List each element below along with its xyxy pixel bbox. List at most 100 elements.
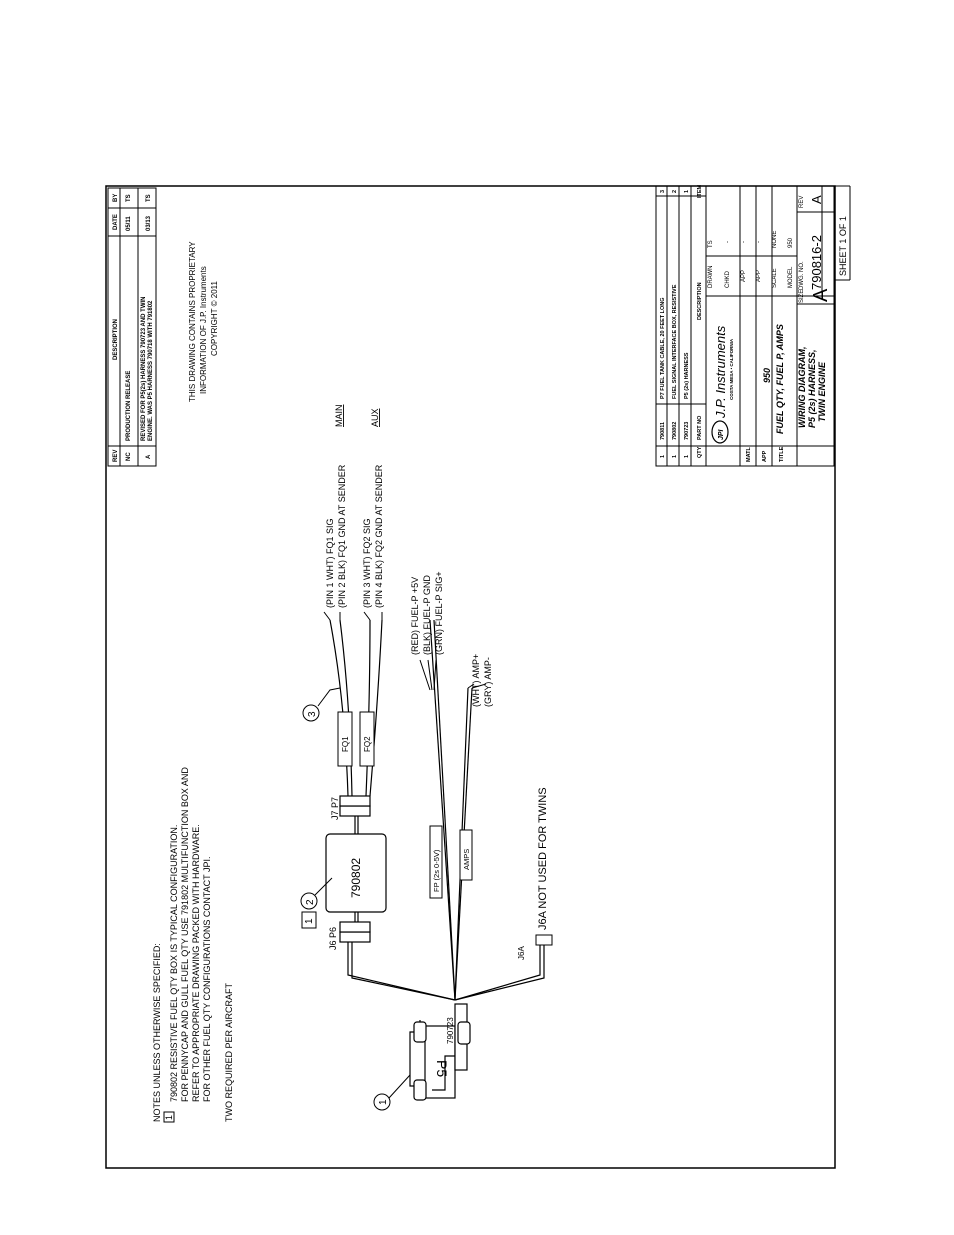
pin-label-3: (PIN 3 WHT) FQ2 SIG — [362, 518, 372, 608]
bom-row-1-item: 3 — [660, 190, 666, 193]
date-header: DATE — [113, 214, 119, 230]
amps-label: AMPS — [462, 849, 471, 870]
fp-sleeve — [429, 825, 443, 899]
jpi-logo-text: JPI — [718, 428, 725, 440]
rev-row-1-date: 05/11 — [126, 216, 132, 231]
fq1-sleeve — [337, 711, 353, 767]
title-line-2: WIRING DIAGRAM, — [797, 347, 807, 429]
size-value: A — [810, 288, 832, 302]
j6-p6-label: J6 P6 — [328, 927, 338, 950]
balloon-1-text: 1 — [378, 1099, 389, 1105]
rev-row-2-desc: REVISED FOR P5(2s) HARNESS 790723 AND TW… — [141, 297, 147, 441]
fq2-sleeve — [359, 711, 375, 767]
app1-value: - — [741, 241, 747, 243]
harness-wires — [347, 619, 545, 1001]
matl-label: MATL — [746, 446, 752, 462]
by-header: BY — [113, 194, 119, 202]
fuel-label-blk: (BLK) FUEL-P GND — [422, 575, 432, 655]
fp-label: FP (2s 0-5V) — [432, 849, 441, 892]
harness-part-label: 790723 — [446, 1017, 455, 1044]
title-line-3: P5 (2s) HARNESS, — [807, 349, 817, 428]
rev-row-1-desc: PRODUCTION RELEASE — [126, 371, 132, 441]
app2-label: APP — [756, 270, 762, 282]
scale-value: NONE — [772, 231, 778, 248]
proprietary-line-1: THIS DRAWING CONTAINS PROPRIETARY — [188, 241, 197, 402]
amps-sleeve — [459, 829, 473, 881]
notes-heading: NOTES UNLESS OTHERWISE SPECIFIED: — [152, 943, 162, 1122]
note-ref-text: 1 — [304, 918, 315, 924]
jpi-logo — [711, 420, 729, 444]
bom-row-2-desc: FUEL SIGNAL INTERFACE BOX, RESISTIVE — [672, 284, 678, 399]
chkd-value: - — [725, 241, 731, 243]
app-value: 950 — [762, 368, 772, 383]
bom-row-2-item: 2 — [672, 190, 678, 193]
aux-label: AUX — [370, 408, 380, 427]
pin-label-4: (PIN 4 BLK) FQ2 GND AT SENDER — [374, 464, 384, 608]
revision-block — [107, 187, 157, 467]
fq-wire-ends — [323, 611, 383, 621]
model-value: 950 — [788, 237, 794, 248]
bom-row-3-desc: P5 (2s) HARNESS — [684, 352, 690, 399]
bom-header-item: ITEM — [697, 184, 703, 198]
pin-label-2: (PIN 2 BLK) FQ1 GND AT SENDER — [337, 464, 347, 608]
bom-header-qty: QTY — [697, 446, 703, 458]
rev-row-2-date: 03/13 — [146, 215, 152, 231]
j6a-connector — [535, 934, 553, 946]
note-1-box — [163, 1111, 175, 1123]
company-sub: COSTA MESA • CALIFORNIA — [729, 338, 734, 400]
amp-wire-ends — [467, 683, 487, 689]
balloon-2-text: 2 — [305, 899, 316, 905]
fuel-box — [325, 833, 387, 913]
note-ref-box — [301, 911, 317, 929]
fq1-label: FQ1 — [341, 736, 350, 752]
bom-row-2-qty: 1 — [672, 455, 678, 458]
note-1-line-4: FOR OTHER FUEL QTY CONFIGURATIONS CONTAC… — [202, 856, 212, 1102]
fuel-box-label: 790802 — [349, 858, 363, 898]
fq2-label: FQ2 — [363, 736, 372, 752]
j6a-label: J6A — [517, 946, 526, 960]
p5-connector — [409, 1003, 471, 1101]
fuel-label-red: (RED) FUEL-P +5V — [410, 577, 420, 655]
note-1-line-1: 790802 RESISTIVE FUEL QTY BOX IS TYPICAL… — [169, 825, 179, 1102]
rev-row-2-by: TS — [146, 194, 152, 202]
chkd-label: CHKD — [725, 270, 731, 288]
dwg-number: 790816-2 — [809, 235, 824, 290]
j7-p7-label: J7 P7 — [330, 797, 340, 820]
amp-label-gry: (GRY) AMP- — [483, 657, 493, 707]
rev-row-2-desc2: ENGINE. WAS P5 HARNESS 790718 WITH 79180… — [148, 300, 154, 441]
title-line-1: FUEL QTY, FUEL P, AMPS — [775, 324, 785, 434]
balloon-2 — [300, 892, 318, 910]
proprietary-line-2: INFORMATION OF J.P. Instruments — [199, 266, 208, 394]
amp-label-wht: (WHT) AMP+ — [471, 654, 481, 707]
balloon-3 — [302, 704, 320, 722]
rev-value: A — [809, 195, 824, 204]
rev-row-1-by: TS — [126, 194, 132, 202]
drawing-border — [105, 185, 836, 1169]
model-label: MODEL — [788, 266, 794, 288]
j6a-note: J6A NOT USED FOR TWINS — [537, 787, 549, 930]
note-1-number: 1 — [164, 1115, 174, 1120]
rev-row-2-rev: A — [146, 454, 152, 459]
bom-header-desc: DESCRIPTION — [697, 282, 703, 320]
note-2: TWO REQUIRED PER AIRCRAFT — [224, 982, 234, 1122]
balloon-3-text: 3 — [307, 711, 318, 717]
scale-label: SCALE — [772, 268, 778, 288]
balloon-1 — [373, 1093, 391, 1111]
title-block — [705, 185, 851, 467]
bom-row-1-part: 790811 — [660, 422, 666, 440]
pin-label-1: (PIN 1 WHT) FQ1 SIG — [325, 518, 335, 608]
p5-label: P5 — [434, 1060, 450, 1077]
fq-cables — [329, 619, 383, 797]
size-label: SIZE — [799, 290, 805, 303]
bom-row-3-item: 1 — [684, 190, 690, 193]
app2-value: - — [756, 241, 762, 243]
sheet-number: SHEET 1 OF 1 — [838, 216, 848, 276]
app1-label: APP — [741, 270, 747, 282]
drawn-label: DRAWN — [708, 266, 714, 288]
dwg-label: DWG. NO. — [799, 261, 805, 290]
rev-label: REV — [799, 196, 805, 208]
fuel-wire-ends — [419, 659, 437, 691]
fuel-label-grn: (GRN) FUEL-P SIG+ — [434, 571, 444, 655]
app-label: APP — [762, 450, 768, 462]
